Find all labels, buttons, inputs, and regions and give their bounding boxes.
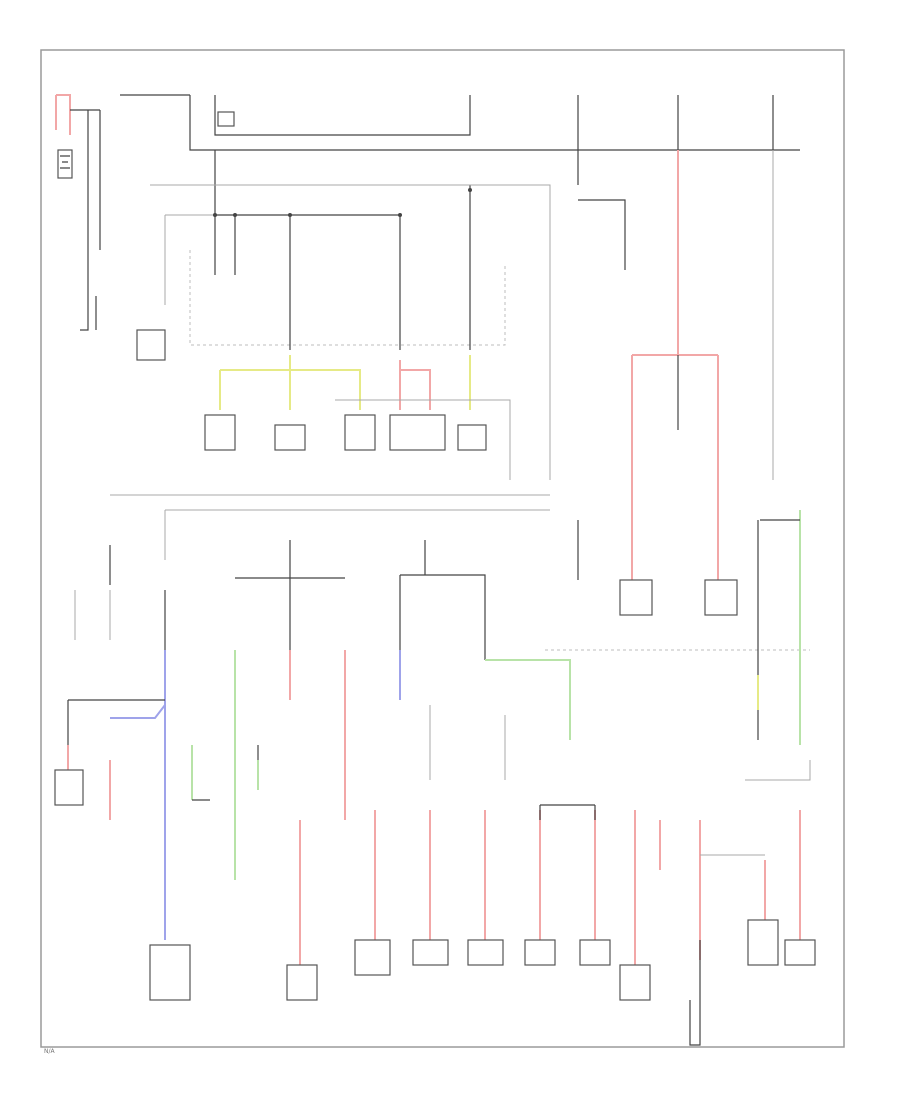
battery: [57, 149, 73, 179]
load-7: [704, 579, 738, 616]
load-5: [457, 424, 487, 451]
load-13: [467, 939, 504, 966]
right-red-feed: [545, 199, 811, 781]
load-11: [354, 939, 391, 976]
load-10: [286, 964, 318, 1001]
load-9: [149, 944, 191, 1001]
load-3: [344, 414, 376, 451]
top-bus: [120, 94, 800, 480]
load-18: [784, 939, 816, 966]
row-1-loads: [204, 355, 511, 480]
fuse-block: [217, 111, 235, 127]
middle-section: [74, 494, 579, 940]
load-15: [579, 939, 611, 966]
load-2: [274, 424, 306, 451]
clock-spring: [136, 329, 166, 361]
load-4: [389, 414, 446, 451]
bottom-row: [286, 804, 816, 1046]
battery-circuit: [55, 94, 101, 331]
load-1: [204, 414, 236, 451]
diagram-frame: [40, 49, 845, 1048]
ignition-switch: [136, 150, 551, 480]
left-loads: [54, 699, 259, 1001]
load-14: [524, 939, 556, 966]
load-6: [619, 579, 653, 616]
footer-label: N/A: [44, 1048, 56, 1055]
load-12: [412, 939, 449, 966]
load-17: [747, 919, 779, 966]
load-16: [619, 964, 651, 1001]
load-8: [54, 769, 84, 806]
